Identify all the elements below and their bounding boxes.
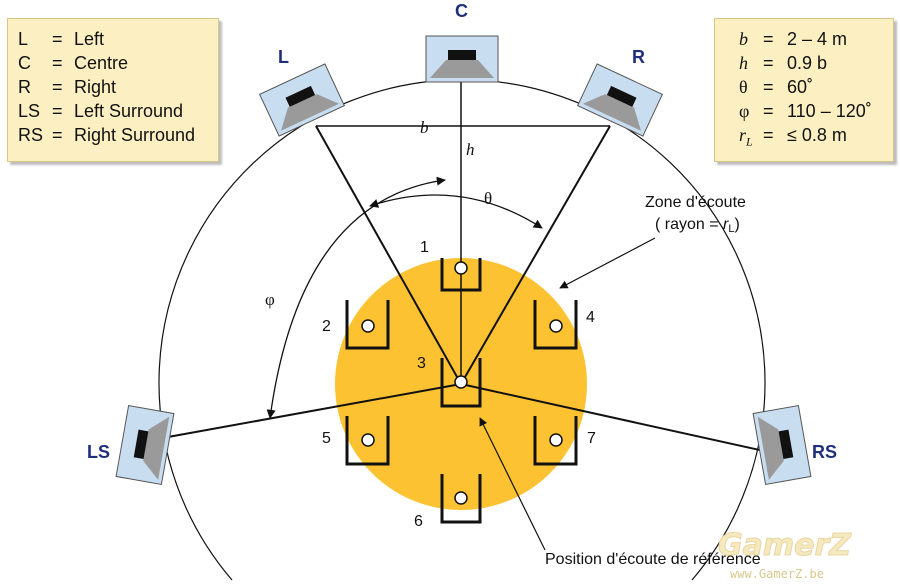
label-theta: θ xyxy=(484,189,492,208)
seat-number-1: 1 xyxy=(420,239,429,256)
reference-arrow xyxy=(479,417,546,551)
line-rs-listener xyxy=(460,383,765,452)
legend-channels: L = Left C = Centre R = Right LS = Left … xyxy=(7,18,219,162)
speaker-rs xyxy=(752,404,812,486)
speaker-label-c: C xyxy=(455,1,468,21)
phi-arc xyxy=(266,176,446,419)
speaker-label-rs: RS xyxy=(812,442,837,462)
seat-4 xyxy=(533,300,578,350)
line-r-listener xyxy=(460,125,611,385)
zone-label-line1: Zone d'écoute xyxy=(645,194,746,211)
seat-number-5: 5 xyxy=(322,430,331,447)
seat-number-4: 4 xyxy=(586,309,595,326)
seat-7 xyxy=(533,416,578,466)
watermark-logo: GamerZ xyxy=(718,528,852,563)
reference-position-label: Position d'écoute de référence xyxy=(545,551,761,568)
label-h: h xyxy=(466,140,475,159)
legend-parameters: b = 2 – 4 m h = 0.9 b θ = 60˚ φ = 110 – … xyxy=(714,18,894,162)
speaker-label-ls: LS xyxy=(87,442,110,462)
seat-number-3: 3 xyxy=(417,355,426,372)
seat-number-7: 7 xyxy=(587,430,596,447)
speaker-label-r: R xyxy=(632,47,645,67)
seat-3 xyxy=(440,358,482,408)
zone-arrow xyxy=(559,237,656,289)
watermark-url: www.GamerZ.be xyxy=(730,567,824,581)
label-phi: φ xyxy=(265,290,275,309)
label-b: b xyxy=(420,118,429,137)
zone-label-line2: ( rayon = rL) xyxy=(655,216,740,235)
seat-2 xyxy=(345,300,390,350)
seat-number-2: 2 xyxy=(322,318,331,335)
speaker-l xyxy=(258,63,346,137)
speaker-r xyxy=(576,63,664,137)
seat-1 xyxy=(440,258,482,292)
speaker-ls xyxy=(115,404,175,486)
seat-6 xyxy=(440,474,482,524)
theta-arc xyxy=(369,194,543,229)
speaker-label-l: L xyxy=(278,47,289,67)
speaker-c xyxy=(425,35,499,83)
seat-5 xyxy=(345,416,390,466)
seat-number-6: 6 xyxy=(414,513,423,530)
